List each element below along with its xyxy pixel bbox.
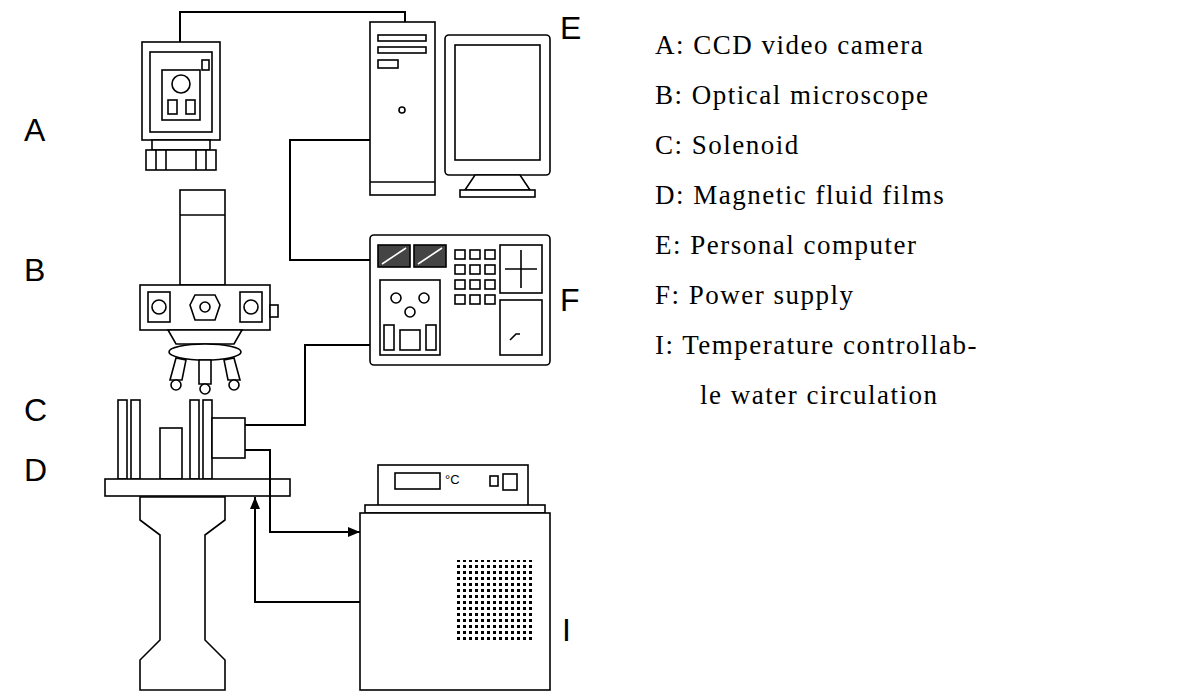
cable-line xyxy=(290,140,370,260)
apparatus-part: D xyxy=(105,479,290,497)
key-line: A: CCD video camera xyxy=(655,20,924,70)
apparatus-part: E xyxy=(370,22,550,197)
unit-label: °C xyxy=(445,472,460,488)
apparatus-part: A xyxy=(140,42,222,170)
water-pipe xyxy=(255,497,360,602)
apparatus-part: I xyxy=(360,462,550,690)
part-letter: B xyxy=(24,252,45,289)
part-letter: A xyxy=(24,112,45,149)
apparatus-part: F xyxy=(370,235,550,365)
part-letter: I xyxy=(562,612,571,649)
cable-line xyxy=(180,12,405,42)
part-letter: E xyxy=(560,10,581,47)
cable-line xyxy=(245,345,370,425)
part-letter: C xyxy=(24,392,47,429)
part-letter: F xyxy=(560,282,580,319)
key-line: C: Solenoid xyxy=(655,120,800,170)
water-pipe xyxy=(245,450,360,532)
key-line: I: Temperature controllab- le water circ… xyxy=(655,320,982,420)
apparatus-part: B xyxy=(140,188,270,398)
key-line: F: Power supply xyxy=(655,270,855,320)
key-line: B: Optical microscope xyxy=(655,70,929,120)
key-line: D: Magnetic fluid films xyxy=(655,170,945,220)
apparatus-part: C xyxy=(115,398,245,479)
key-line: E: Personal computer xyxy=(655,220,917,270)
part-letter: D xyxy=(24,452,47,489)
